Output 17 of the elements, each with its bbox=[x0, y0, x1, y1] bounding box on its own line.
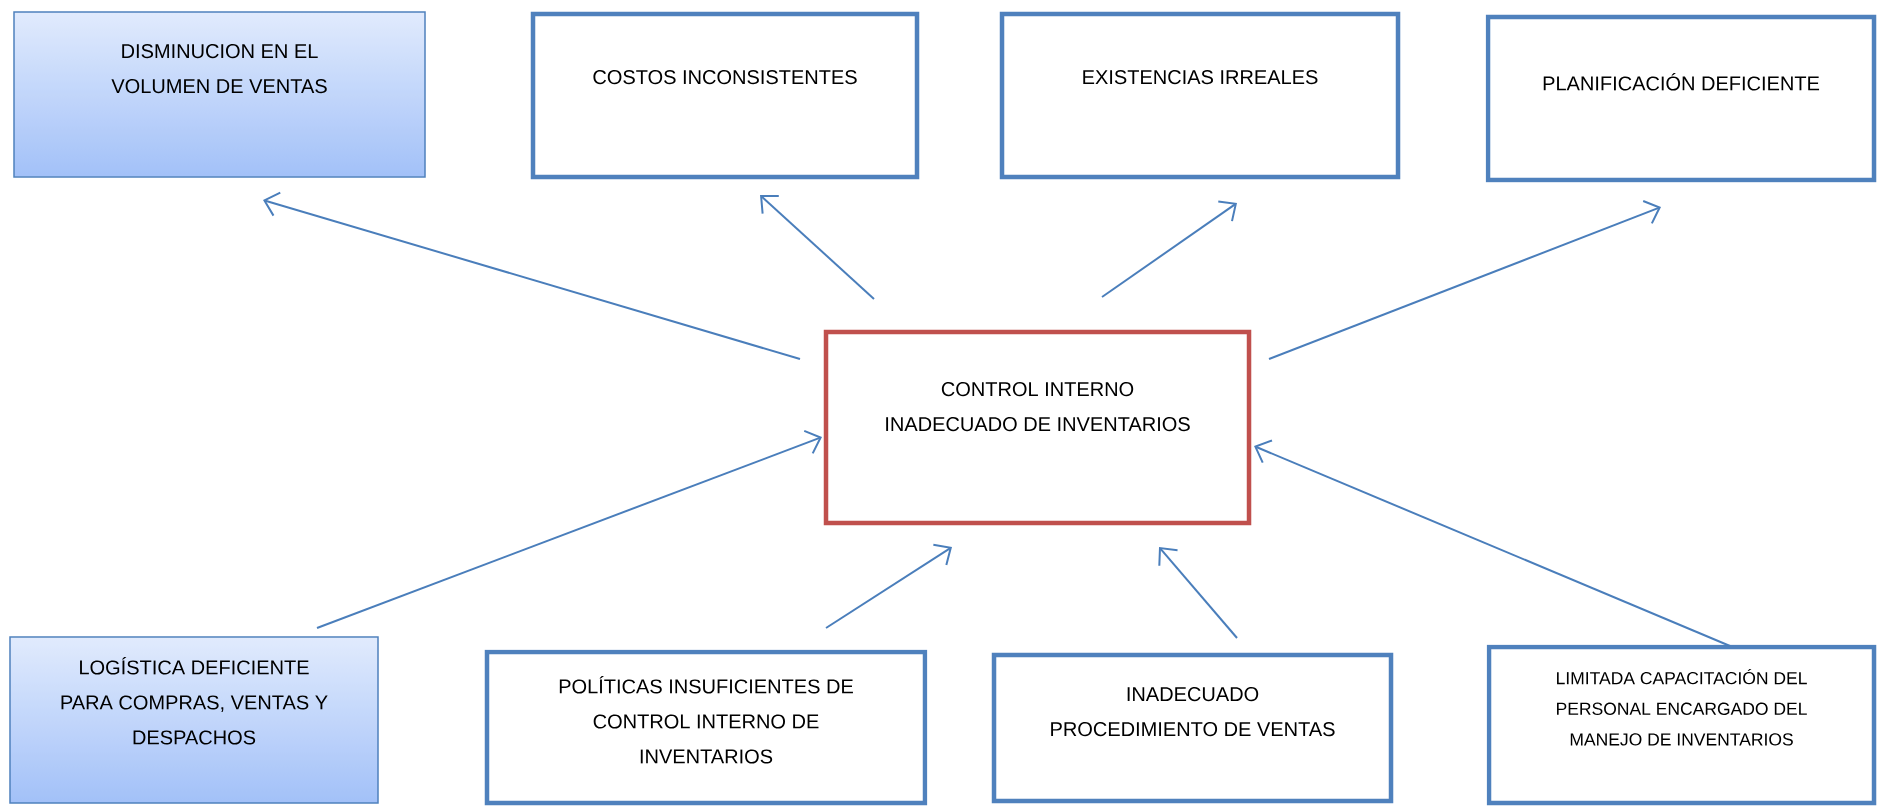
text-box: EXISTENCIAS IRREALES bbox=[999, 11, 1401, 180]
arrow bbox=[1268, 200, 1661, 360]
arrow bbox=[825, 543, 952, 629]
arrow bbox=[760, 194, 875, 300]
arrow bbox=[1254, 439, 1731, 647]
text-box: DISMINUCION EN EL VOLUMEN DE VENTAS bbox=[13, 11, 426, 178]
text-box: LIMITADA CAPACITACIÓN DEL PERSONAL ENCARGADO DEL MANEJO DE INVENTARIOS bbox=[1486, 644, 1877, 806]
text-box: COSTOS INCONSISTENTES bbox=[530, 11, 920, 180]
text-box: PLANIFICACIÓN DEFICIENTE bbox=[1485, 14, 1877, 183]
text-box: LOGÍSTICA DEFICIENTE PARA COMPRAS, VENTAS Y DESPACHOS bbox=[9, 636, 379, 804]
arrow bbox=[1158, 547, 1238, 639]
text-box: POLÍTICAS INSUFICIENTES DE CONTROL INTERNO DE INVENTARIOS bbox=[484, 649, 928, 806]
arrow bbox=[263, 191, 801, 360]
arrow bbox=[1101, 200, 1237, 298]
text-box: CONTROL INTERNO INADECUADO DE INVENTARIOS bbox=[823, 329, 1252, 526]
arrow bbox=[316, 429, 822, 629]
text-box: INADECUADO PROCEDIMIENTO DE VENTAS bbox=[991, 652, 1394, 804]
